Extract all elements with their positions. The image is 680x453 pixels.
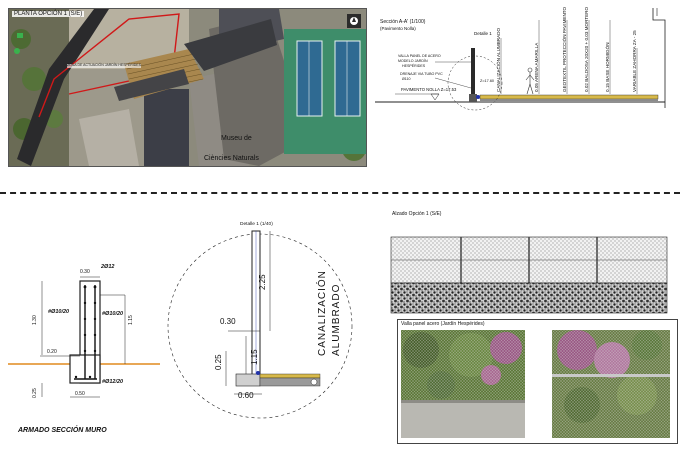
elevation-drawing xyxy=(390,236,668,314)
callout-fence-3: HESPÉRIDES xyxy=(402,64,426,68)
section-z-value: Z=17.60 xyxy=(480,79,495,83)
sheet-divider xyxy=(0,192,680,194)
detail-label-line2: ALUMBRADO xyxy=(331,283,342,356)
plan-aerial-image xyxy=(9,9,366,166)
plan-view: PLANTA OPCIÓN 1 (S/E) ZONA DE ACTUACIÓN … xyxy=(8,8,367,167)
photo-caption: Valla panel acero (Jardín Hespérides) xyxy=(401,321,485,327)
section-title: Sección A-A' (1/100) xyxy=(380,19,426,25)
wall-dim-base: 0.50 xyxy=(75,391,85,397)
section-subtitle: (Pavimento Nolla) xyxy=(380,26,416,31)
museum-label-line2: Ciències Naturals xyxy=(204,155,259,162)
photo-frame xyxy=(397,319,678,444)
wall-dim-cover: 0.20 xyxy=(47,349,57,355)
detail-title: Detalle 1 (1/40) xyxy=(240,222,273,227)
layer-label-geotextil: GEOTEXTIL PROTECCIÓN PAVIMENTO xyxy=(562,6,567,92)
fence-photo-right xyxy=(552,330,670,438)
detail-dim-height: 2.25 xyxy=(258,274,267,290)
plan-area-note: ZONA DE ACTUACIÓN JARDÍN HESPÉRIDES xyxy=(67,63,141,68)
wall-dim-width: 0.30 xyxy=(80,269,90,275)
wall-dim-height: 1.30 xyxy=(32,315,38,325)
wall-title: ARMADO SECCIÓN MURO xyxy=(18,427,107,434)
section-detail-label: Detalle 1 xyxy=(474,31,492,36)
callout-drain-2: Ø110 xyxy=(402,77,411,81)
callout-drain-1: DRENAJE VIA TUBO PVC xyxy=(400,72,443,76)
museum-label-line1: Museu de xyxy=(221,135,252,142)
wall-section-drawing xyxy=(8,276,160,398)
wall-dim-footing: 0.25 xyxy=(32,388,38,398)
layer-label-zahorra: VARIABLE ZAHORRA ZA - 25 xyxy=(632,30,637,92)
layer-label-canalizacion: CANALIZACIÓN ALUMBRADO xyxy=(496,27,501,92)
rebar-left-label: #Ø10/20 xyxy=(48,309,70,315)
detail-drawing xyxy=(167,230,353,419)
detail-dim-mid: 1.15 xyxy=(250,349,259,365)
detail-label-line1: CANALIZACIÓN xyxy=(317,270,328,356)
section-drawing xyxy=(375,8,666,111)
rebar-bottom-label: #Ø12/20 xyxy=(102,379,124,385)
elevation-title: Alzado Opción 1 (S/E) xyxy=(392,211,442,217)
layer-label-hormigon: 0.15 BASE HORMIGÓN xyxy=(605,42,610,92)
rebar-right-label: #Ø10/20 xyxy=(102,311,124,317)
detail-dim-width: 0.30 xyxy=(220,317,236,326)
callout-fence-1: VALLA PANEL DE ACERO xyxy=(398,54,441,58)
layer-label-arena: 0.05 ARENA AMARILLA xyxy=(534,42,539,92)
section-level: PAVIMENTO NOLLA Z=17.53 xyxy=(401,87,457,92)
detail-dim-base: 0.25 xyxy=(214,354,223,370)
rebar-top-label: 2Ø12 xyxy=(101,264,115,270)
callout-fence-2: MODELO JARDÍN xyxy=(398,59,428,63)
fence-photo-left xyxy=(401,330,525,438)
wall-dim-height-right: 1.15 xyxy=(128,315,134,325)
plan-title: PLANTA OPCIÓN 1 (S/E) xyxy=(12,11,85,17)
layer-label-baldosa: 0.02 BALDOSA 20X20 + 0.03 MORTERO xyxy=(584,6,589,92)
detail-dim-footing: 0.60 xyxy=(238,391,254,400)
